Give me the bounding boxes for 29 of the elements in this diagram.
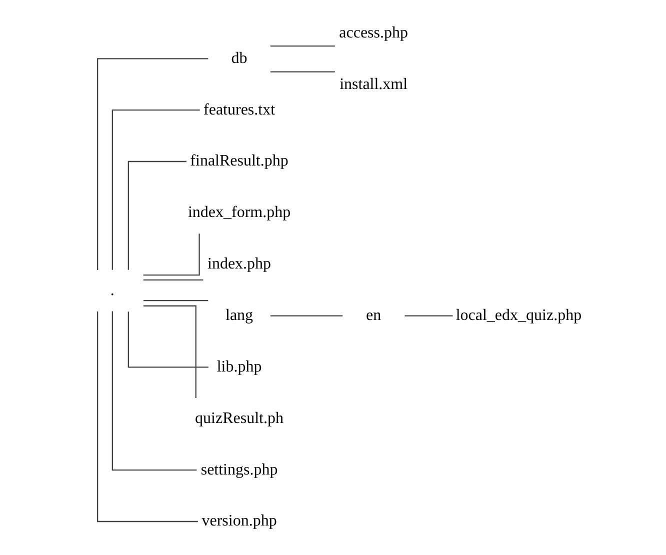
connector: [128, 160, 186, 270]
connector: [404, 315, 453, 316]
connector: [270, 71, 335, 72]
connector: [270, 46, 335, 47]
node-text: access.php: [339, 24, 408, 42]
connector: [128, 312, 208, 368]
connector: [112, 110, 200, 270]
node-text: index_form.php: [188, 204, 291, 222]
connector: [144, 305, 196, 398]
connector: [270, 315, 343, 316]
connector: [143, 300, 208, 302]
connector: [97, 312, 198, 522]
node-text: db: [231, 50, 248, 67]
node-text: features.txt: [204, 101, 276, 118]
connector: [143, 234, 200, 276]
connector: [112, 311, 197, 471]
node-text: version.php: [202, 512, 277, 530]
node-text: lib.php: [216, 358, 262, 376]
connector: [143, 279, 204, 281]
node-text: index.php: [208, 256, 272, 273]
node-text: en: [366, 307, 382, 324]
node-text: local_edx_quiz.php: [456, 307, 582, 324]
connector: [97, 58, 208, 270]
node-text: lang: [226, 307, 254, 324]
node-text: settings.php: [200, 461, 278, 478]
node-text: install.xml: [340, 76, 408, 94]
node-text: finalResult.php: [190, 152, 288, 170]
node-text: .: [110, 282, 114, 299]
node-text: quizResult.ph: [195, 410, 284, 427]
